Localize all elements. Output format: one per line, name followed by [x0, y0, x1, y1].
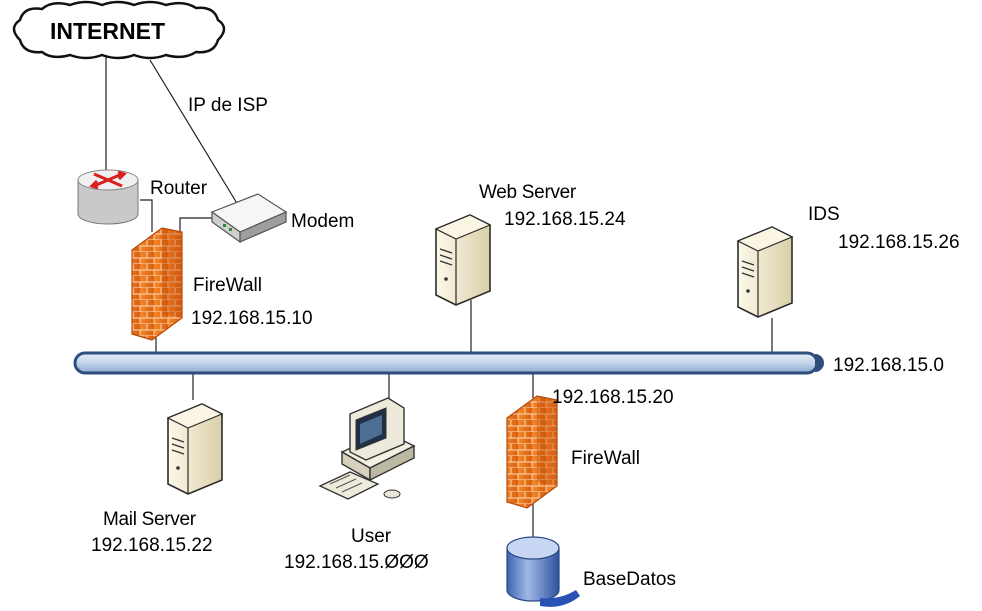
web-server-icon: [434, 214, 492, 306]
firewall-db-icon: [506, 395, 558, 509]
ids-ip: 192.168.15.26: [838, 232, 960, 253]
mail-server-icon: [166, 403, 224, 495]
ids-server-icon: [736, 226, 794, 318]
user-pc-icon: [318, 397, 416, 500]
mail-server-label: Mail Server: [103, 509, 196, 530]
firewall-main-label: FireWall: [193, 275, 262, 296]
firewall-db-label: FireWall: [571, 448, 640, 469]
modem-icon: [210, 193, 288, 244]
user-ip: 192.168.15.ØØØ: [284, 552, 429, 573]
network-bus: [73, 351, 819, 375]
link-internet-modem: [149, 59, 239, 206]
web-server-ip: 192.168.15.24: [504, 209, 626, 230]
ids-label: IDS: [808, 204, 840, 225]
firewall-main-ip: 192.168.15.10: [191, 308, 313, 329]
internet-cloud-icon: [12, 0, 226, 60]
mail-server-ip: 192.168.15.22: [91, 535, 213, 556]
modem-label: Modem: [291, 211, 355, 232]
user-label: User: [351, 526, 392, 547]
isp-link-label: IP de ISP: [188, 95, 268, 116]
link-router-firewall: [140, 199, 153, 232]
firewall-db-ip: 192.168.15.20: [552, 387, 674, 408]
firewall-main-icon: [131, 227, 183, 341]
web-server-label: Web Server: [479, 182, 576, 203]
bus-end-marker: [814, 354, 824, 372]
link-modem-firewall: [179, 217, 212, 262]
database-icon: [506, 536, 580, 607]
database-label: BaseDatos: [583, 569, 676, 590]
router-label: Router: [150, 178, 208, 199]
network-address-label: 192.168.15.0: [833, 355, 944, 376]
internet-label: INTERNET: [50, 18, 165, 44]
router-icon: [77, 169, 139, 225]
